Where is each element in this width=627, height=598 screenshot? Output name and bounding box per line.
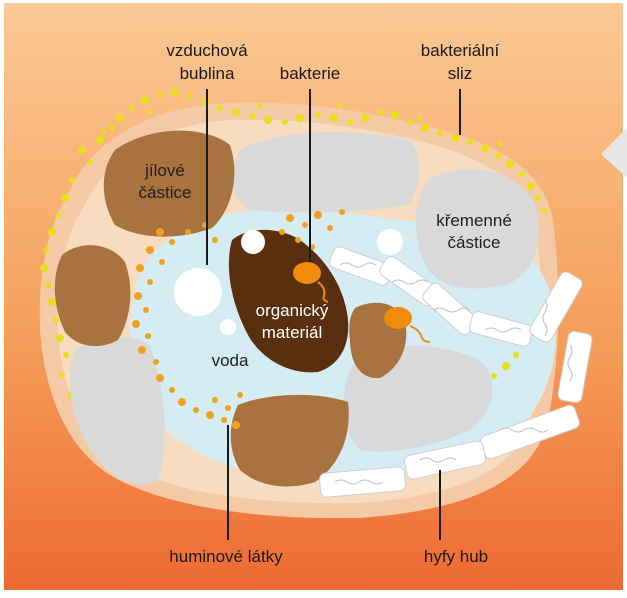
label-organic-line1: organický [256, 301, 329, 320]
label-air-bubble-line2: bublina [180, 64, 235, 83]
air-bubble-right [377, 229, 403, 255]
quartz-particle-top [233, 132, 420, 213]
label-bacteria: bakterie [280, 64, 340, 83]
bacterium-1 [293, 262, 321, 284]
label-slime-line1: bakteriální [421, 41, 500, 60]
label-clay-line2: částice [139, 183, 192, 202]
air-bubble-large [174, 268, 222, 316]
label-hyphae: hyfy hub [424, 547, 488, 566]
label-water: voda [212, 351, 249, 370]
label-quartz-line2: částice [448, 233, 501, 252]
bacterium-2 [384, 307, 412, 329]
label-clay-line1: jílové [144, 161, 185, 180]
label-organic-line2: materiál [262, 323, 322, 342]
air-bubble-small [220, 319, 236, 335]
air-bubble-mid [241, 230, 265, 254]
label-air-bubble-line1: vzduchová [166, 41, 248, 60]
label-quartz-line1: křemenné [436, 211, 512, 230]
label-slime-line2: sliz [448, 64, 473, 83]
label-humic: huminové látky [169, 547, 283, 566]
clay-particle-left [55, 245, 131, 346]
